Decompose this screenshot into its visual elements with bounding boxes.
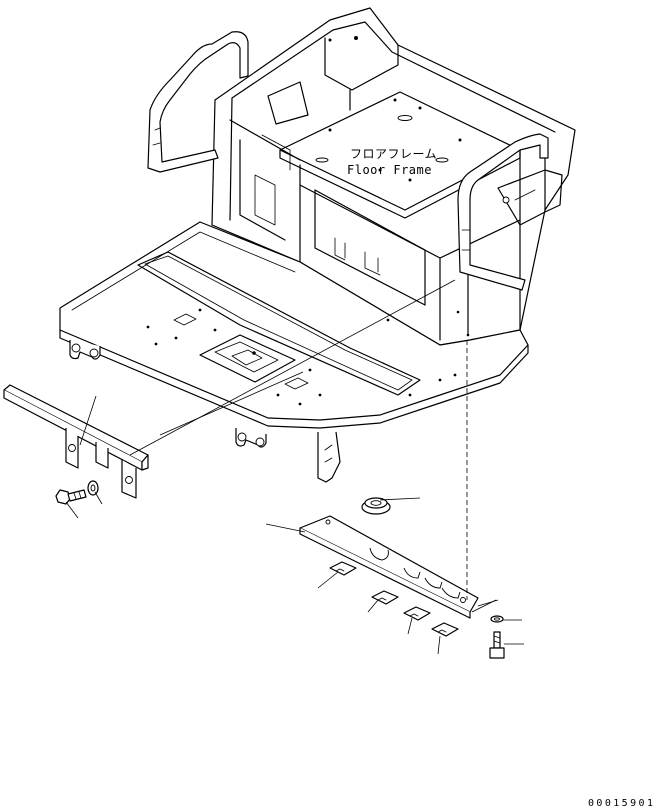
shim-plate xyxy=(299,515,479,619)
side-cover-bracket xyxy=(3,384,149,499)
projection-lines xyxy=(129,279,468,600)
shim-2 xyxy=(371,590,399,605)
handrail-right xyxy=(457,133,549,291)
grommet xyxy=(361,497,391,515)
washer-left xyxy=(87,480,99,496)
leader-lines xyxy=(65,395,524,655)
floor-plate xyxy=(59,221,529,483)
floor-frame xyxy=(211,7,576,346)
bolt-right xyxy=(489,631,505,659)
title-english: Floor Frame xyxy=(347,163,432,177)
drawing-code: 00015901 xyxy=(588,798,655,809)
shim-4 xyxy=(431,622,459,637)
bolt-left xyxy=(55,489,87,505)
shim-1 xyxy=(329,561,357,576)
washer-right xyxy=(490,615,504,623)
title-japanese: フロアフレーム xyxy=(350,147,437,161)
handrail-left xyxy=(147,31,249,173)
shim-3 xyxy=(403,606,431,621)
